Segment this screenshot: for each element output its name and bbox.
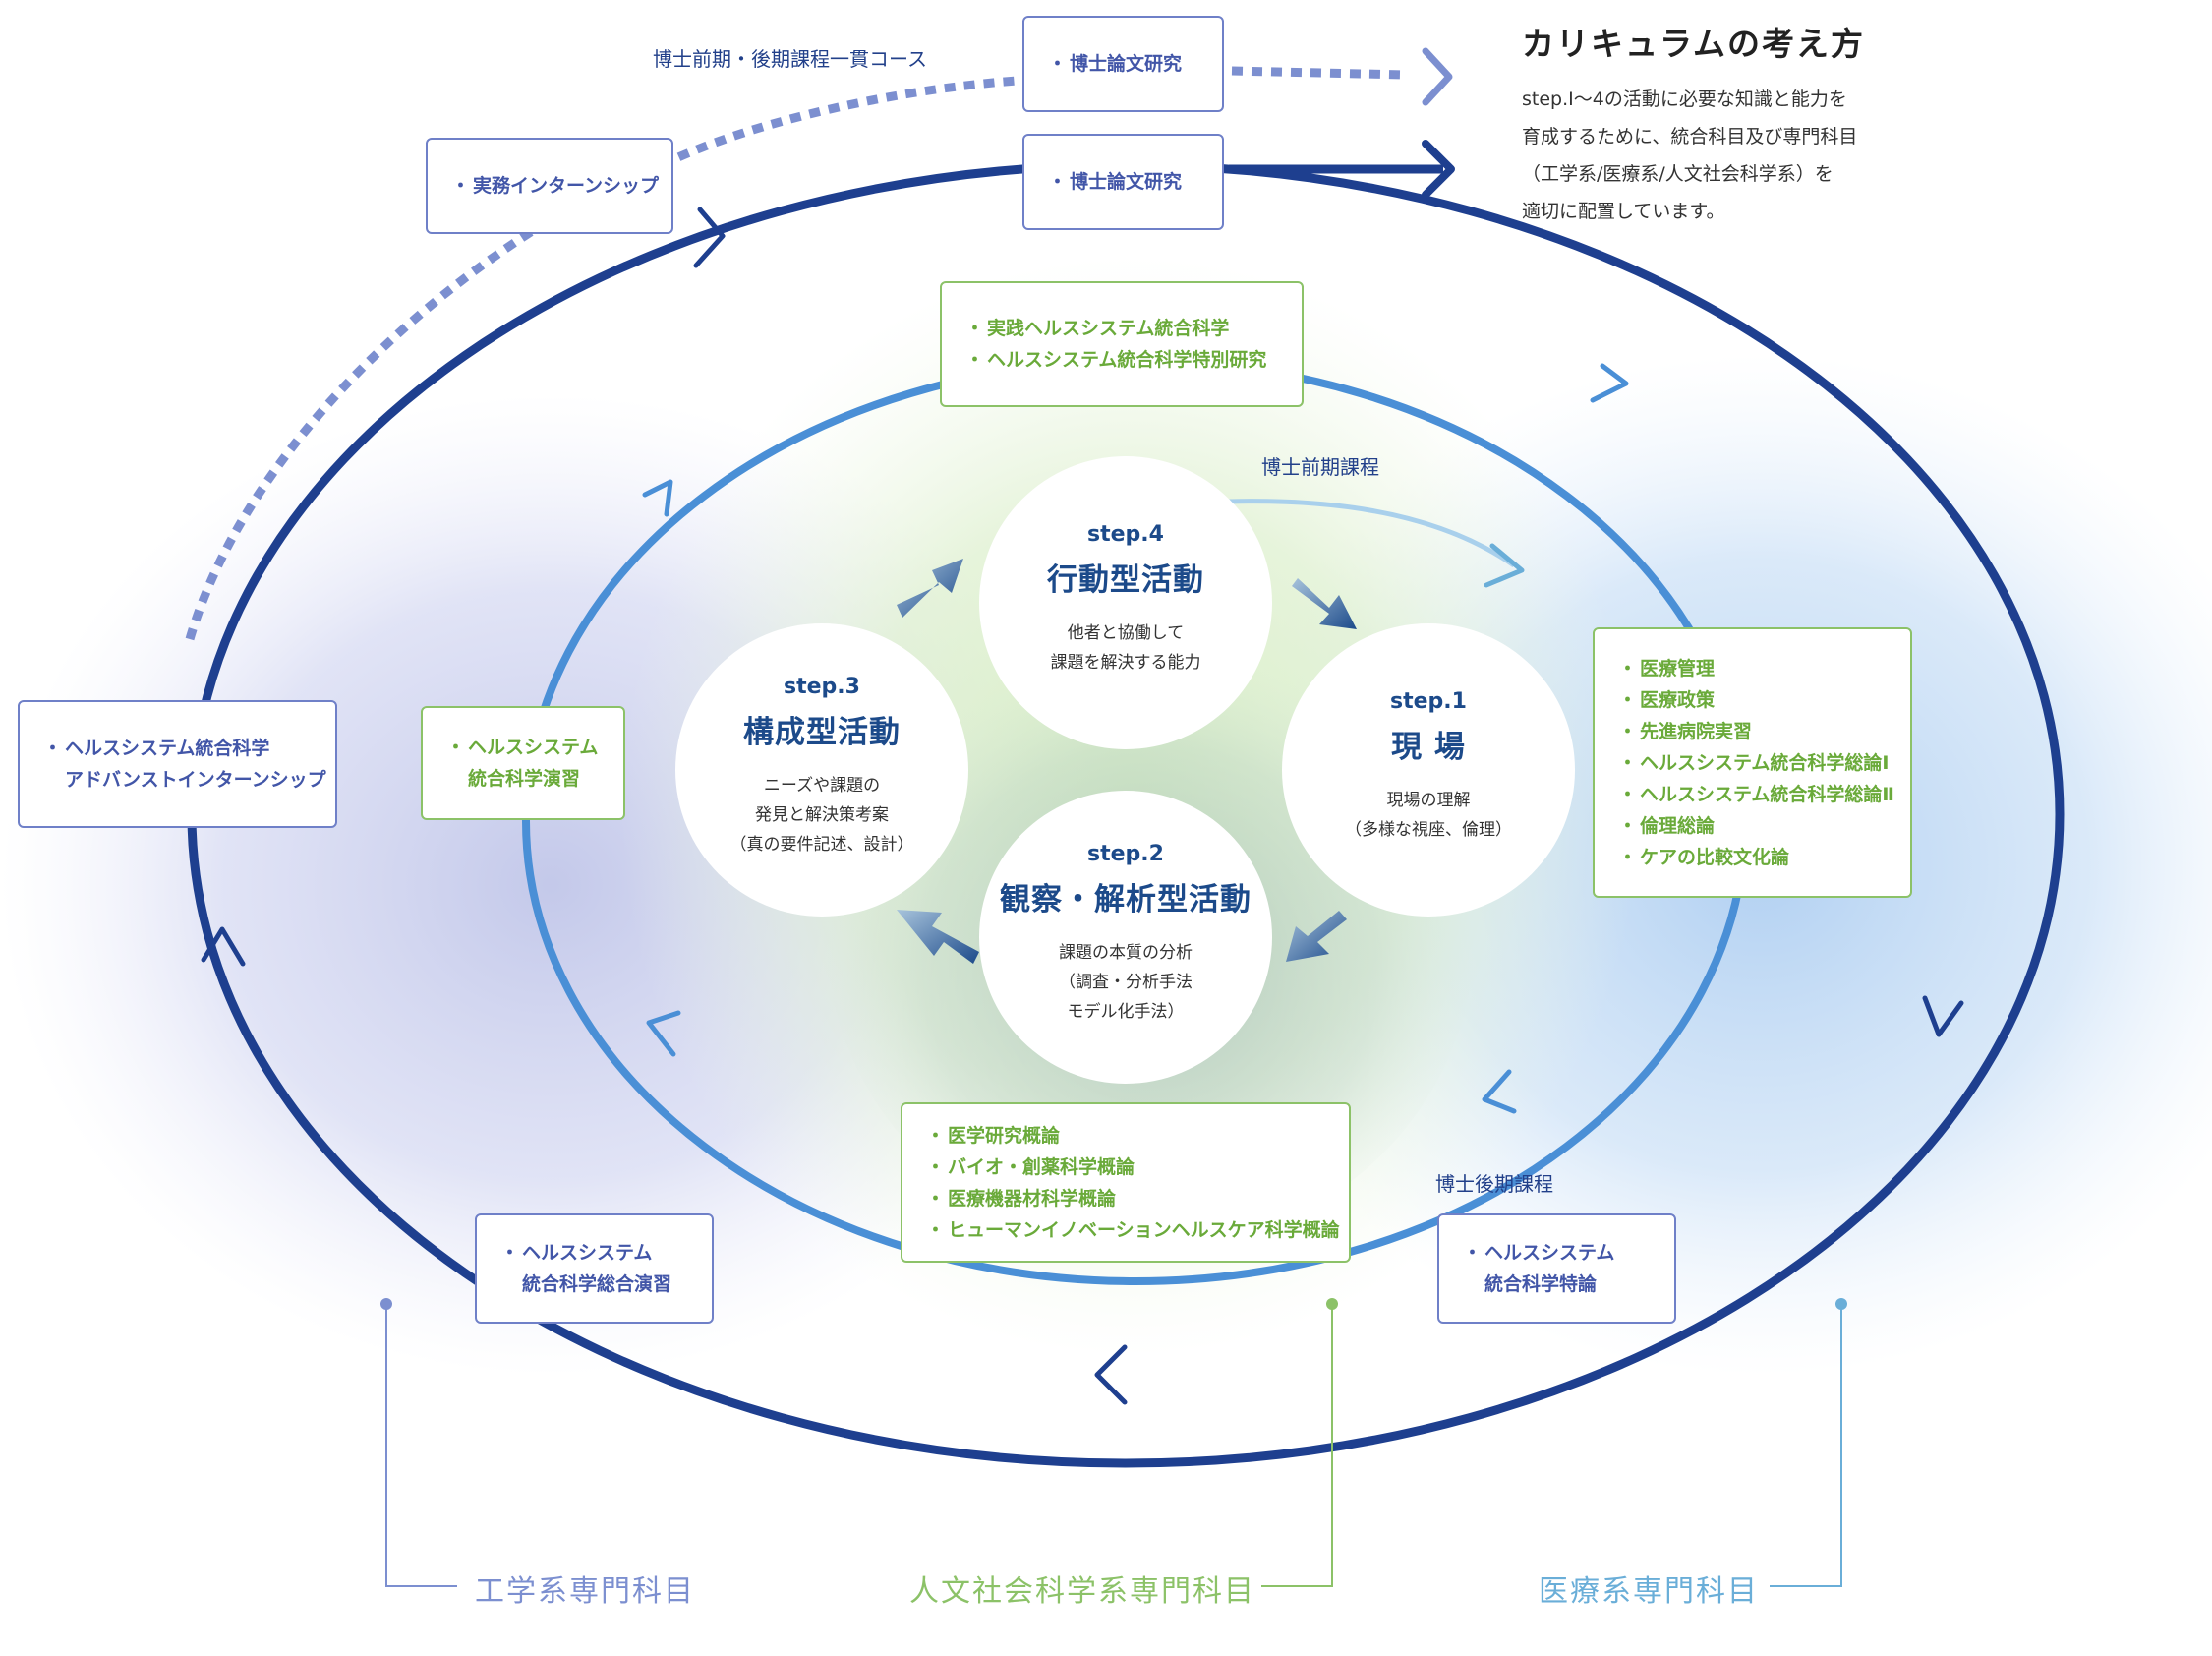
- integrated-course-arrow-head: [1422, 47, 1453, 106]
- course-item: ・医学研究概論: [926, 1124, 1061, 1147]
- inner-ring-chevron: [1590, 363, 1629, 403]
- course-item: ・博士論文研究: [1048, 53, 1183, 75]
- humanities-leader-line: [1261, 1304, 1333, 1587]
- humanities-category-label: 人文社会科学系専門科目: [909, 1574, 1255, 1609]
- step3-circle: step.3 構成型活動 ニーズや課題の 発見と解決策考案 （真の要件記述、設計…: [675, 623, 968, 917]
- outer-ring-chevron: [693, 207, 726, 268]
- humanities-marker-dot: [1326, 1298, 1338, 1310]
- step1-circle: step.1 現 場 現場の理解 （多様な視座、倫理）: [1282, 623, 1575, 917]
- course-item: ・バイオ・創薬科学概論: [926, 1155, 1135, 1178]
- doctor-course-label: 博士後期課程: [1435, 1172, 1553, 1196]
- course-item-continued: 統合科学特論: [1484, 1273, 1598, 1295]
- step-number: step.1: [1390, 689, 1467, 714]
- step-title: 行動型活動: [1047, 562, 1204, 598]
- master-course-arc-chevron: [1484, 543, 1525, 588]
- course-item: ・倫理総論: [1618, 814, 1716, 837]
- curriculum-intro: step.Ⅰ～4の活動に必要な知識と能力を 育成するために、統合科目及び専門科目…: [1522, 81, 1945, 230]
- outer-ring-chevron: [1094, 1344, 1128, 1405]
- step-description: ニーズや課題の 発見と解決策考案 （真の要件記述、設計）: [729, 776, 914, 855]
- course-item: ・ケアの比較文化論: [1618, 846, 1790, 868]
- master-course-arc: [1228, 499, 1516, 568]
- integrated-course-dotted-arrow: [1231, 66, 1407, 80]
- step-title: 構成型活動: [743, 715, 901, 750]
- thesis-research-box-integrated: ・博士論文研究: [1022, 16, 1224, 112]
- course-item: ・医療機器材科学概論: [926, 1187, 1117, 1210]
- engineering-leader-line: [385, 1304, 457, 1587]
- course-item: ・博士論文研究: [1048, 171, 1183, 193]
- arrow-step2-to-step3: [897, 910, 979, 964]
- step-number: step.3: [784, 675, 860, 699]
- comprehensive-practice-box: ・ヘルスシステム 統合科学総合演習: [475, 1213, 714, 1324]
- course-item: ・実務インターンシップ: [451, 175, 660, 197]
- course-item: ・ヘルスシステム統合科学総論Ⅱ: [1618, 783, 1894, 805]
- intro-line: （工学系/医療系/人文社会科学系）を: [1522, 163, 1834, 185]
- course-item: ・医療管理: [1618, 657, 1716, 680]
- internship-box: ・実務インターンシップ: [426, 138, 673, 234]
- inner-ring-chevron: [1482, 1069, 1517, 1114]
- course-item: ・ヘルスシステム: [446, 737, 599, 758]
- medical-courses-box: ・医療管理 ・医療政策 ・先進病院実習 ・ヘルスシステム統合科学総論Ⅰ ・ヘルス…: [1593, 627, 1912, 898]
- medical-category-label: 医療系専門科目: [1539, 1574, 1759, 1609]
- integrated-science-box: ・実践ヘルスシステム統合科学 ・ヘルスシステム統合科学特別研究: [940, 281, 1304, 407]
- course-item: ・ヒューマンイノベーションヘルスケア科学概論: [926, 1218, 1340, 1241]
- general-science-courses-box: ・医学研究概論 ・バイオ・創薬科学概論 ・医療機器材科学概論 ・ヒューマンイノベ…: [901, 1102, 1351, 1263]
- arrow-step3-to-step4: [897, 559, 963, 618]
- doctoral-exit-arrow-head: [1422, 140, 1455, 199]
- step-description: 課題の本質の分析 （調査・分析手法 モデル化手法）: [1059, 943, 1193, 1022]
- step-description: 現場の理解 （多様な視座、倫理）: [1345, 791, 1512, 840]
- integrated-course-label: 博士前期・後期課程一貫コース: [653, 47, 927, 71]
- course-item: ・ヘルスシステム統合科学特別研究: [965, 349, 1267, 371]
- course-item: ・医療政策: [1618, 688, 1716, 711]
- course-item: ・ヘルスシステム: [1463, 1242, 1615, 1264]
- step-title: 観察・解析型活動: [1000, 882, 1252, 917]
- step4-circle: step.4 行動型活動 他者と協働して 課題を解決する能力: [979, 456, 1272, 749]
- engineering-marker-dot: [380, 1298, 392, 1310]
- medical-marker-dot: [1835, 1298, 1847, 1310]
- medical-leader-line: [1770, 1304, 1842, 1587]
- inner-ring-chevron: [646, 1010, 681, 1057]
- step-number: step.4: [1087, 522, 1164, 547]
- course-item-continued: 統合科学総合演習: [522, 1273, 672, 1295]
- intro-line: 適切に配置しています。: [1522, 201, 1725, 222]
- advanced-internship-box: ・ヘルスシステム統合科学 アドバンストインターンシップ: [18, 700, 337, 828]
- course-item-continued: 統合科学演習: [468, 768, 581, 790]
- engineering-category-label: 工学系専門科目: [475, 1574, 695, 1609]
- course-item: ・ヘルスシステム: [500, 1242, 653, 1264]
- inner-ring-chevron: [642, 479, 673, 517]
- step-description: 他者と協働して 課題を解決する能力: [1050, 623, 1201, 673]
- intro-line: 育成するために、統合科目及び専門科目: [1522, 126, 1858, 148]
- intro-line: step.Ⅰ～4の活動に必要な知識と能力を: [1522, 89, 1847, 110]
- outer-ring-chevron: [1922, 995, 1964, 1037]
- step-title: 現 場: [1391, 730, 1466, 765]
- course-item: ・先進病院実習: [1618, 720, 1753, 742]
- curriculum-title: カリキュラムの考え方: [1522, 25, 1866, 63]
- arrow-step4-to-step1: [1292, 578, 1357, 629]
- outer-ring-chevron: [201, 926, 246, 967]
- integrated-practice-box: ・ヘルスシステム 統合科学演習: [421, 706, 625, 820]
- course-item: ・ヘルスシステム統合科学: [43, 738, 270, 759]
- master-course-label: 博士前期課程: [1261, 455, 1379, 479]
- thesis-research-box-doctoral: ・博士論文研究: [1022, 134, 1224, 230]
- course-item-continued: アドバンストインターンシップ: [65, 769, 326, 791]
- special-lecture-box: ・ヘルスシステム 統合科学特論: [1437, 1213, 1676, 1324]
- course-item: ・実践ヘルスシステム統合科学: [965, 318, 1230, 339]
- step-number: step.2: [1087, 842, 1164, 866]
- course-item: ・ヘルスシステム統合科学総論Ⅰ: [1618, 751, 1890, 774]
- arrow-step1-to-step2: [1286, 911, 1347, 962]
- step2-circle: step.2 観察・解析型活動 課題の本質の分析 （調査・分析手法 モデル化手法…: [979, 791, 1272, 1084]
